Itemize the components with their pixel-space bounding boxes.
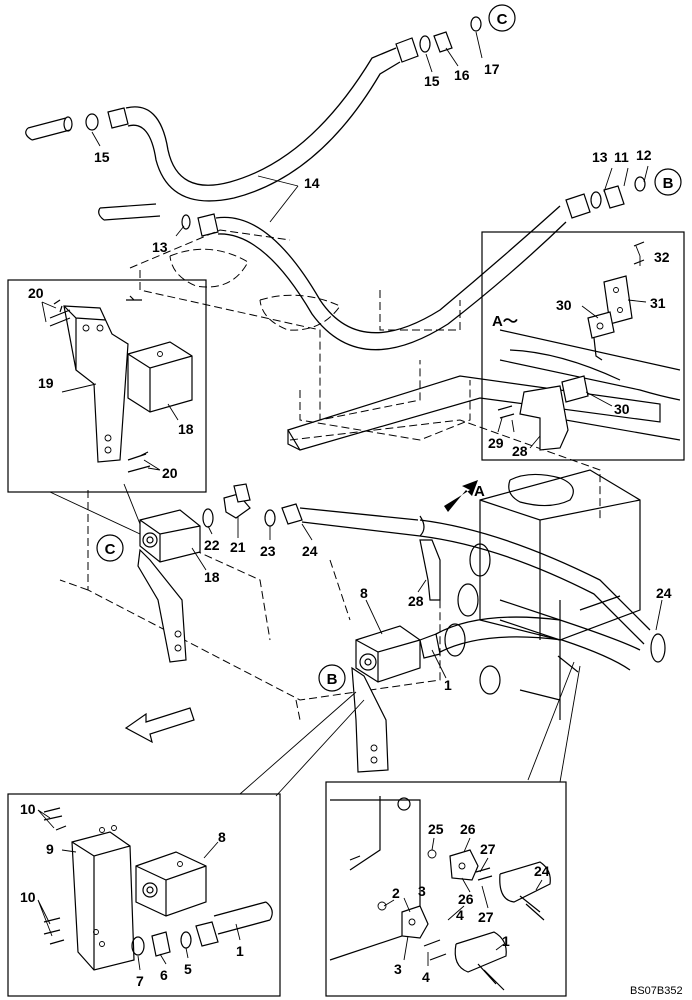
callout-6: 6 (160, 967, 168, 983)
direction-arrow (124, 707, 195, 744)
callout-9: 9 (46, 841, 54, 857)
callout-30: 30 (556, 297, 572, 313)
callout-24: 24 (534, 863, 550, 879)
callout-10: 10 (20, 889, 36, 905)
view-arrow-a (444, 480, 478, 512)
callout-27: 27 (478, 909, 494, 925)
callout-17: 17 (484, 61, 500, 77)
callout-29: 29 (488, 435, 504, 451)
view-a-label: A～ (492, 313, 518, 330)
callout-3: 3 (418, 883, 426, 899)
callout-20: 20 (28, 285, 44, 301)
ref-marker-c-top: C (488, 4, 516, 32)
callout-31: 31 (650, 295, 666, 311)
detail-box-block-8 (7, 793, 281, 997)
lower-hose-assembly (98, 176, 646, 351)
callout-18: 18 (204, 569, 220, 585)
hoses-to-valve (419, 519, 666, 671)
block-8-main (351, 625, 421, 773)
callout-30: 30 (614, 401, 630, 417)
callout-28: 28 (512, 443, 528, 459)
fittings-21-23 (202, 483, 425, 537)
callout-14: 14 (304, 175, 320, 191)
callout-24: 24 (656, 585, 672, 601)
arrow-a-label: A (474, 483, 485, 500)
callout-24: 24 (302, 543, 318, 559)
drawing-code: BS07B352 (630, 985, 683, 997)
control-valve (444, 469, 641, 720)
callout-13: 13 (592, 149, 608, 165)
callout-4: 4 (456, 907, 464, 923)
callout-15: 15 (424, 73, 440, 89)
callout-16: 16 (454, 67, 470, 83)
callout-19: 19 (38, 375, 54, 391)
callout-26: 26 (458, 891, 474, 907)
callout-2: 2 (392, 885, 400, 901)
callout-1: 1 (502, 933, 510, 949)
callout-12: 12 (636, 147, 652, 163)
callout-27: 27 (480, 841, 496, 857)
ref-marker-b-right: B (654, 168, 682, 196)
detail-box-view-a (481, 231, 685, 461)
upper-hose-assembly (25, 16, 482, 202)
callout-10: 10 (20, 801, 36, 817)
detail-box-valve-ports (325, 655, 579, 997)
block-18-mid (137, 509, 201, 663)
ref-marker-c-mid: C (96, 534, 124, 562)
svg-text:C: C (105, 541, 116, 558)
leader-lines (37, 31, 663, 971)
callout-28: 28 (408, 593, 424, 609)
part-callouts: 15 15 16 17 14 13 13 11 12 32 30 31 30 2… (20, 61, 683, 997)
callout-3: 3 (394, 961, 402, 977)
machine-frame-dashed (59, 229, 601, 721)
callout-4: 4 (422, 969, 430, 985)
callout-1: 1 (236, 943, 244, 959)
bracket-28 (419, 539, 441, 601)
callout-21: 21 (230, 539, 246, 555)
svg-text:B: B (327, 671, 338, 688)
ref-marker-b-mid: B (318, 664, 346, 692)
svg-text:C: C (497, 11, 508, 28)
callout-5: 5 (184, 961, 192, 977)
frame-rail (287, 375, 661, 451)
svg-text:B: B (663, 175, 674, 192)
callout-1: 1 (444, 677, 452, 693)
callout-23: 23 (260, 543, 276, 559)
callout-20: 20 (162, 465, 178, 481)
callout-13: 13 (152, 239, 168, 255)
callout-8: 8 (218, 829, 226, 845)
callout-7: 7 (136, 973, 144, 989)
callout-18: 18 (178, 421, 194, 437)
callout-32: 32 (654, 249, 670, 265)
callout-8: 8 (360, 585, 368, 601)
callout-15: 15 (94, 149, 110, 165)
callout-11: 11 (614, 149, 629, 165)
callout-25: 25 (428, 821, 444, 837)
callout-26: 26 (460, 821, 476, 837)
callout-22: 22 (204, 537, 220, 553)
